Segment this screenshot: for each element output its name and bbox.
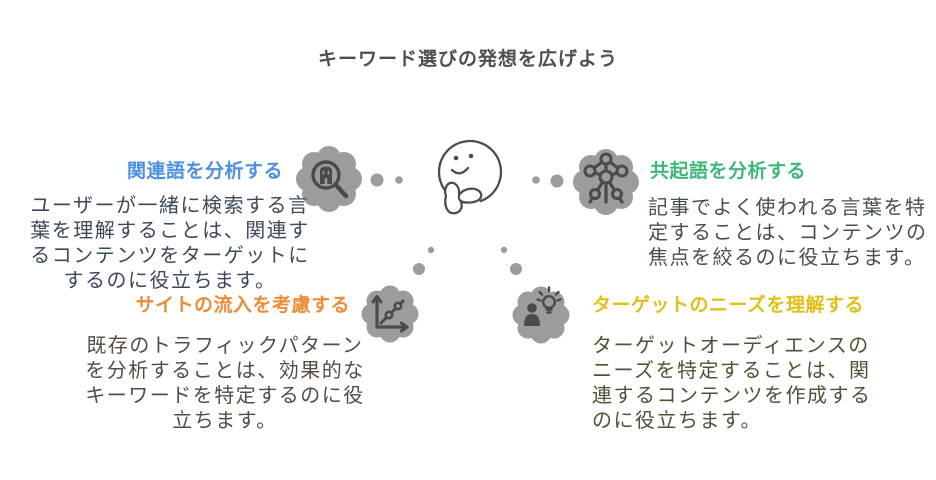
thought-dot	[500, 246, 508, 254]
thought-dot	[370, 173, 384, 187]
line-chart-icon	[371, 295, 409, 333]
atom-icon	[583, 152, 629, 204]
thinking-hand-knuckle	[457, 194, 462, 202]
thought-dots	[370, 173, 564, 275]
thought-dot	[550, 174, 564, 188]
section-body-related-terms: ユーザーが一緒に検索する言 葉を理解することは、関連す るコンテンツをターゲット…	[30, 195, 310, 292]
thought-dot	[510, 263, 522, 275]
person-lightbulb-icon	[524, 286, 562, 326]
thought-dot	[413, 263, 425, 275]
thought-dot	[427, 246, 435, 254]
thinking-face-icon	[437, 139, 503, 215]
thought-dot	[395, 176, 403, 184]
section-body-target-needs: ターゲットオーディエンスの ニーズを特定することは、関 連するコンテンツを作成す…	[592, 335, 872, 432]
thought-bubble-top-right	[573, 149, 639, 215]
page-title: キーワード選びの発想を広げよう	[317, 49, 618, 70]
face-eye	[453, 155, 459, 161]
thought-bubble-bottom-right	[512, 286, 570, 344]
face-eye	[468, 153, 474, 159]
section-heading-target-needs: ターゲットのニーズを理解する	[592, 295, 865, 316]
section-heading-co-occurrence-terms: 共起語を分析する	[650, 161, 807, 182]
section-body-co-occurrence-terms: 記事でよく使われる言葉を特 定することは、コンテンツの 焦点を絞るのに役立ちます…	[648, 197, 928, 269]
thought-dot	[532, 176, 540, 184]
thinking-hand	[444, 181, 483, 215]
section-body-site-traffic: 既存のトラフィックパターン を分析することは、効果的な キーワードを特定するのに…	[85, 335, 365, 432]
face-frown	[450, 166, 470, 175]
section-heading-related-terms: 関連語を分析する	[126, 161, 283, 182]
magnifier-building-icon	[311, 160, 349, 199]
section-heading-site-traffic: サイトの流入を考慮する	[135, 295, 350, 316]
